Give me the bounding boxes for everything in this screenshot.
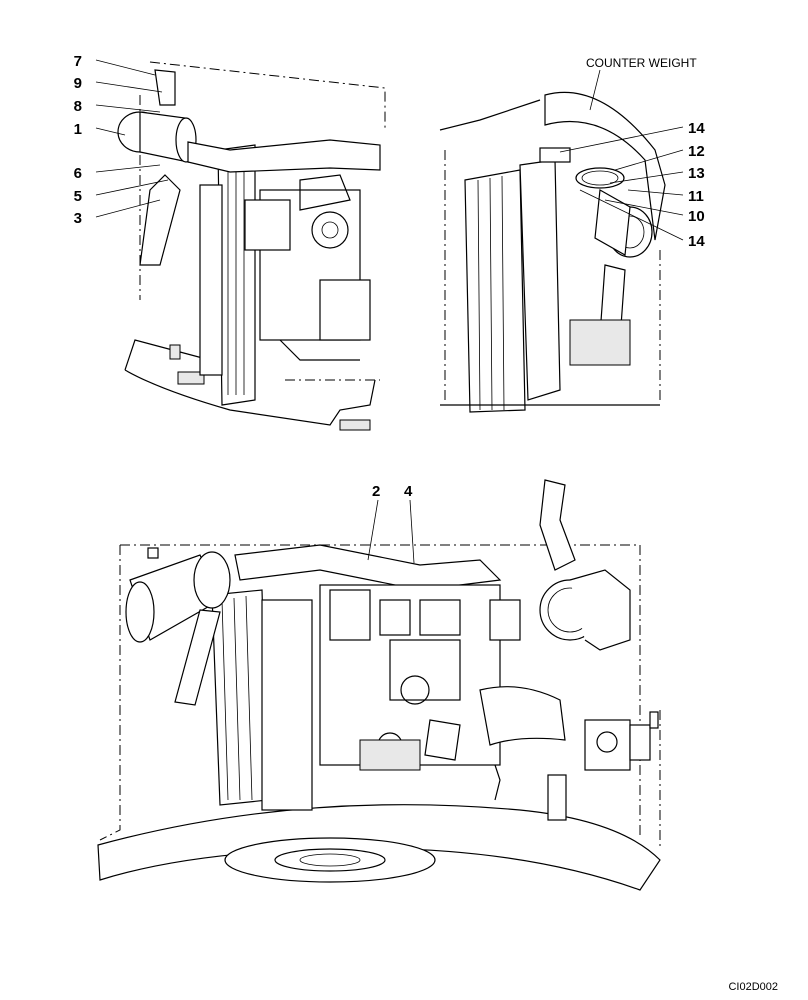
callout-11: 11 — [688, 188, 704, 205]
callout-4: 4 — [404, 483, 413, 500]
callout-13: 13 — [688, 165, 705, 182]
callout-3: 3 — [74, 210, 82, 227]
callout-5: 5 — [74, 188, 82, 205]
callout-numbers: 7 9 8 1 6 5 3 14 12 13 11 10 14 2 4 — [74, 53, 706, 500]
top-left-leaders — [95, 59, 169, 218]
top-right-leaders — [559, 69, 684, 241]
bottom-view — [97, 479, 661, 891]
callout-1: 1 — [74, 121, 82, 138]
callout-10: 10 — [688, 208, 705, 225]
callout-8: 8 — [74, 98, 82, 115]
top-right-view — [439, 91, 666, 413]
top-left-view — [117, 61, 386, 431]
bottom-leaders — [367, 499, 415, 564]
callout-12: 12 — [688, 143, 705, 160]
callout-14-upper: 14 — [688, 120, 705, 137]
drawing-code: CI02D002 — [728, 981, 778, 993]
callout-9: 9 — [74, 75, 82, 92]
callout-7: 7 — [74, 53, 82, 70]
callout-14-lower: 14 — [688, 233, 705, 250]
counterweight-label: COUNTER WEIGHT — [586, 56, 697, 70]
callout-2: 2 — [372, 483, 380, 500]
callout-6: 6 — [74, 165, 82, 182]
